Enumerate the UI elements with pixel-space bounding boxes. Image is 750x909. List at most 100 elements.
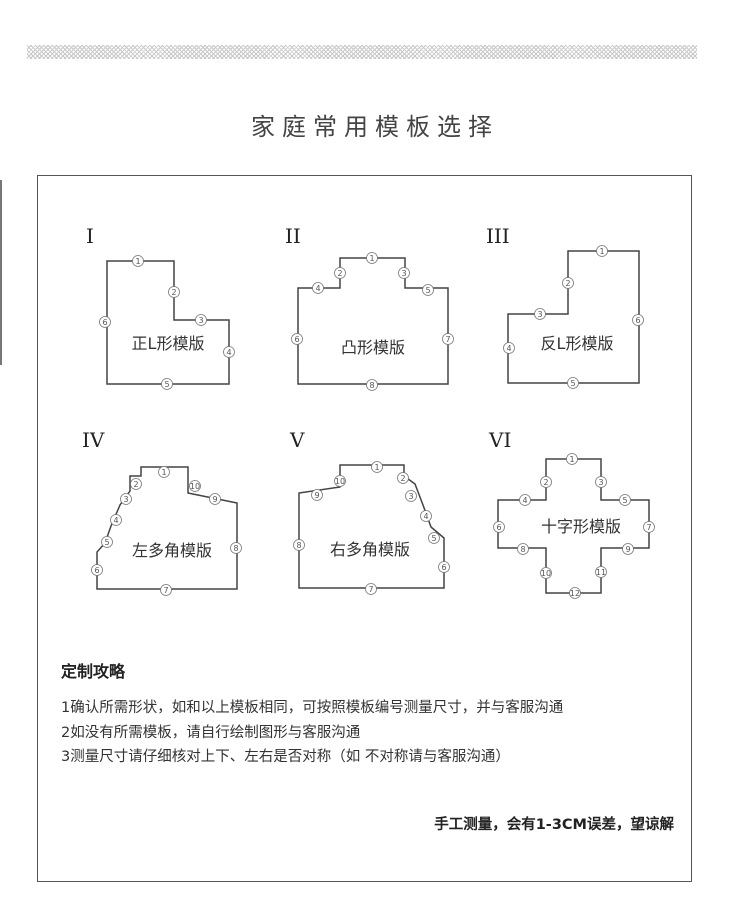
measure-marker-circle <box>493 521 505 533</box>
measure-marker-number: 4 <box>315 284 320 293</box>
measure-marker-number: 8 <box>369 381 374 390</box>
measure-marker-circle <box>622 543 634 555</box>
measure-marker-number: 6 <box>441 563 446 572</box>
measure-marker-circle <box>91 564 103 576</box>
measure-marker-number: 6 <box>102 318 107 327</box>
measure-marker-circle <box>595 476 607 488</box>
measure-marker-number: 8 <box>520 545 525 554</box>
template-5-outline <box>298 464 445 589</box>
template-5-label: 右多角模版 <box>330 540 410 559</box>
measure-marker-number: 1 <box>369 254 374 263</box>
measure-marker-circle <box>168 286 180 298</box>
guide-title: 定制攻略 <box>61 662 126 681</box>
measure-marker-number: 2 <box>400 474 405 483</box>
measure-marker-circle <box>397 472 409 484</box>
measure-marker-circle <box>334 267 346 279</box>
measure-marker-circle <box>420 510 432 522</box>
measure-marker-circle <box>189 480 201 492</box>
measure-marker-number: 1 <box>569 455 574 464</box>
measure-marker-number: 5 <box>431 534 436 543</box>
measure-marker-number: 6 <box>294 335 299 344</box>
measure-marker-number: 4 <box>113 516 118 525</box>
measure-marker-circle <box>562 277 574 289</box>
measure-marker-circle <box>160 584 172 596</box>
measure-marker-number: 12 <box>570 589 580 598</box>
template-6-label: 十字形模版 <box>541 517 621 536</box>
measure-marker-number: 7 <box>163 586 168 595</box>
measure-marker-circle <box>334 475 346 487</box>
template-2-numeral: II <box>285 224 301 248</box>
measure-marker-circle <box>161 378 173 390</box>
measure-marker-circle <box>209 493 221 505</box>
measure-marker-number: 6 <box>635 316 640 325</box>
measure-marker-number: 5 <box>622 496 627 505</box>
measure-marker-circle <box>596 245 608 257</box>
measure-marker-number: 5 <box>164 380 169 389</box>
measure-marker-circle <box>428 532 440 544</box>
template-3-outline <box>507 250 640 384</box>
measure-marker-circle <box>503 342 515 354</box>
measure-marker-number: 4 <box>423 512 428 521</box>
customization-guide: 定制攻略 1确认所需形状，如和以上模板相同，可按照模板编号测量尺寸，并与客服沟通… <box>61 658 701 770</box>
template-1-label: 正L形模版 <box>132 334 205 353</box>
measure-marker-number: 8 <box>296 541 301 550</box>
measure-marker-circle <box>99 316 111 328</box>
template-2-outline <box>297 257 449 385</box>
measure-marker-circle <box>540 567 552 579</box>
measure-marker-number: 7 <box>445 335 450 344</box>
measure-marker-circle <box>110 514 122 526</box>
measure-marker-number: 10 <box>190 482 200 491</box>
measure-marker-circle <box>230 542 242 554</box>
templates-frame <box>37 175 692 882</box>
template-5-numeral: V <box>289 428 305 452</box>
measure-marker-number: 2 <box>171 288 176 297</box>
guide-step-2: 2如没有所需模板，请自行绘制图形与客服沟通 <box>61 724 361 741</box>
measure-marker-circle <box>405 490 417 502</box>
guide-step-3: 3测量尺寸请仔细核对上下、左右是否对称（如 不对称请与客服沟通） <box>61 749 510 765</box>
measure-marker-number: 9 <box>212 495 217 504</box>
template-1-outline <box>106 260 230 385</box>
measure-marker-circle <box>195 314 207 326</box>
measure-marker-circle <box>442 333 454 345</box>
measure-marker-number: 10 <box>541 569 551 578</box>
template-1-numeral: I <box>86 224 94 248</box>
measure-marker-circle <box>540 476 552 488</box>
measure-marker-number: 7 <box>368 585 373 594</box>
measure-marker-number: 5 <box>570 379 575 388</box>
measure-marker-circle <box>619 494 631 506</box>
template-3-numeral: III <box>486 224 510 248</box>
measure-marker-number: 9 <box>314 491 319 500</box>
measure-marker-circle <box>566 453 578 465</box>
measure-marker-number: 8 <box>233 544 238 553</box>
measure-marker-circle <box>291 333 303 345</box>
measure-marker-circle <box>595 566 607 578</box>
measure-marker-number: 9 <box>625 545 630 554</box>
side-divider <box>0 180 2 365</box>
template-6-outline <box>497 458 650 594</box>
measure-marker-number: 1 <box>374 463 379 472</box>
template-3-marks: 1 2 3 4 5 6 <box>503 245 644 389</box>
template-2-label: 凸形模版 <box>341 338 405 357</box>
measure-marker-circle <box>130 478 142 490</box>
measure-marker-number: 4 <box>506 344 511 353</box>
measure-marker-number: 2 <box>565 279 570 288</box>
measure-marker-number: 3 <box>401 269 406 278</box>
measurement-note: 手工测量，会有1-3CM误差，望谅解 <box>434 817 674 833</box>
measure-marker-number: 3 <box>537 310 542 319</box>
measure-marker-circle <box>567 377 579 389</box>
measure-marker-number: 6 <box>496 523 501 532</box>
measure-marker-number: 1 <box>599 247 604 256</box>
measure-marker-number: 7 <box>646 523 651 532</box>
measure-marker-number: 2 <box>543 478 548 487</box>
measure-marker-circle <box>132 255 144 267</box>
measure-marker-circle <box>438 561 450 573</box>
measure-marker-circle <box>366 379 378 391</box>
